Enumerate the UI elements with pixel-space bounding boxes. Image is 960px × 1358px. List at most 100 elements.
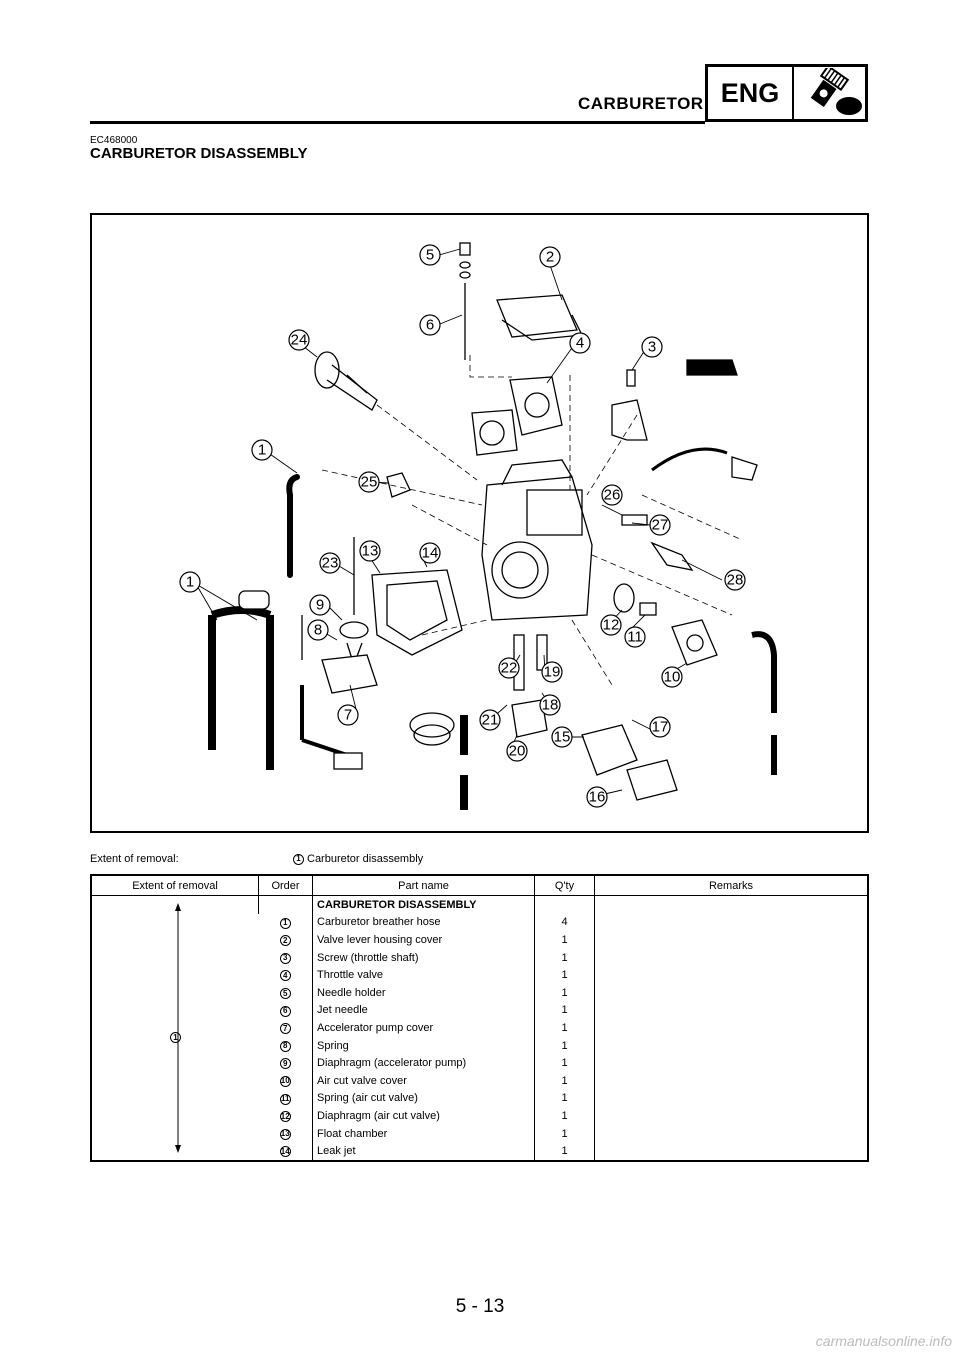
extent-number: 1	[293, 853, 304, 865]
svg-text:8: 8	[314, 622, 322, 639]
row-remarks	[594, 1054, 868, 1072]
svg-text:4: 4	[576, 335, 584, 352]
row-order: 8	[279, 1040, 291, 1052]
row-part-name: Leak jet	[312, 1142, 535, 1161]
callout-9: 9	[309, 594, 331, 616]
row-qty: 1	[534, 1124, 595, 1143]
exploded-diagram: 1 1 2 3 4 5 6 7 8 9 10 11 12 13 14 15 16…	[90, 213, 869, 833]
callout-24: 24	[288, 329, 310, 351]
row-order: 3	[279, 952, 291, 964]
row-order: 11	[279, 1093, 291, 1105]
row-part-name: Spring	[312, 1036, 535, 1055]
row-order: 13	[279, 1128, 291, 1140]
svg-text:10: 10	[664, 669, 681, 686]
carburetor-drawing: 1 1 2 3 4 5 6 7 8 9 10 11 12 13 14 15 16…	[179, 242, 777, 810]
svg-text:18: 18	[542, 697, 559, 714]
parts-table: Extent of removal Order Part name Q'ty R…	[90, 874, 869, 1162]
row-remarks	[594, 1036, 868, 1055]
row-part-name: Screw (throttle shaft)	[312, 948, 535, 967]
col-header-remarks: Remarks	[594, 875, 868, 896]
page-title: CARBURETOR DISASSEMBLY	[90, 145, 308, 162]
callout-3: 3	[641, 336, 663, 358]
callout-6: 6	[419, 314, 441, 336]
svg-text:14: 14	[422, 545, 439, 562]
row-remarks	[594, 1142, 868, 1161]
section-code: EC468000	[90, 135, 138, 146]
extent-range-arrow	[175, 902, 181, 1153]
extent-value: 1 Carburetor disassembly	[293, 853, 423, 865]
callout-4: 4	[569, 332, 591, 354]
svg-text:28: 28	[727, 572, 744, 589]
col-header-order: Order	[258, 875, 313, 896]
extent-range-number: 1	[170, 1032, 181, 1043]
svg-text:20: 20	[509, 743, 526, 760]
svg-text:17: 17	[652, 719, 669, 736]
callout-26: 26	[601, 484, 623, 506]
row-part-name: Air cut valve cover	[312, 1071, 535, 1090]
extent-cell: 1	[91, 896, 259, 1161]
svg-text:3: 3	[648, 339, 656, 356]
svg-text:26: 26	[604, 487, 621, 504]
svg-text:16: 16	[589, 789, 606, 806]
row-order: 7	[279, 1023, 291, 1035]
row-qty: 4	[534, 913, 595, 932]
svg-text:7: 7	[344, 707, 352, 724]
header-rule	[90, 121, 705, 124]
row-part-name: Needle holder	[312, 983, 535, 1002]
row-remarks	[594, 1124, 868, 1143]
svg-text:6: 6	[426, 317, 434, 334]
svg-text:12: 12	[603, 617, 620, 634]
svg-text:13: 13	[362, 543, 379, 560]
callout-16: 16	[586, 786, 608, 808]
callout-23: 23	[319, 552, 341, 574]
callout-19: 19	[541, 661, 563, 683]
row-qty: 1	[534, 1142, 595, 1161]
svg-text:25: 25	[361, 474, 378, 491]
svg-text:21: 21	[482, 712, 499, 729]
row-order: 1	[279, 917, 291, 929]
page-number: 5 - 13	[455, 1296, 505, 1317]
col-header-extent: Extent of removal	[91, 875, 259, 896]
callout-1b: 1	[179, 571, 201, 593]
callout-7: 7	[337, 704, 359, 726]
callout-18: 18	[539, 694, 561, 716]
callout-15: 15	[551, 726, 573, 748]
row-part-name: Spring (air cut valve)	[312, 1089, 535, 1108]
callout-11: 11	[624, 626, 646, 648]
callout-12: 12	[600, 614, 622, 636]
section-title: CARBURETOR	[578, 94, 704, 113]
row-order: 9	[279, 1058, 291, 1070]
svg-text:15: 15	[554, 729, 571, 746]
row-remarks	[594, 1107, 868, 1125]
svg-text:23: 23	[322, 555, 339, 572]
section-row-title: CARBURETOR DISASSEMBLY	[312, 895, 535, 914]
row-part-name: Throttle valve	[312, 966, 535, 984]
extent-label: Extent of removal:	[90, 853, 179, 865]
eng-badge: ENG	[705, 64, 868, 122]
row-qty: 1	[534, 1054, 595, 1072]
row-qty: 1	[534, 948, 595, 967]
callout-10: 10	[661, 666, 683, 688]
svg-text:2: 2	[546, 249, 554, 266]
table-header-row: Extent of removal Order Part name Q'ty R…	[91, 875, 868, 896]
callout-8: 8	[307, 619, 329, 641]
row-part-name: Diaphragm (accelerator pump)	[312, 1054, 535, 1072]
row-order: 14	[279, 1146, 291, 1158]
row-remarks	[594, 948, 868, 967]
row-qty: 1	[534, 1036, 595, 1055]
row-order: 2	[279, 935, 291, 947]
row-qty: 1	[534, 1019, 595, 1037]
callout-27: 27	[649, 514, 671, 536]
callout-20: 20	[506, 740, 528, 762]
row-qty: 1	[534, 1071, 595, 1090]
svg-text:19: 19	[544, 664, 561, 681]
watermark: carmanualsonline.info	[815, 1333, 952, 1349]
svg-text:24: 24	[291, 332, 308, 349]
callout-28: 28	[724, 569, 746, 591]
